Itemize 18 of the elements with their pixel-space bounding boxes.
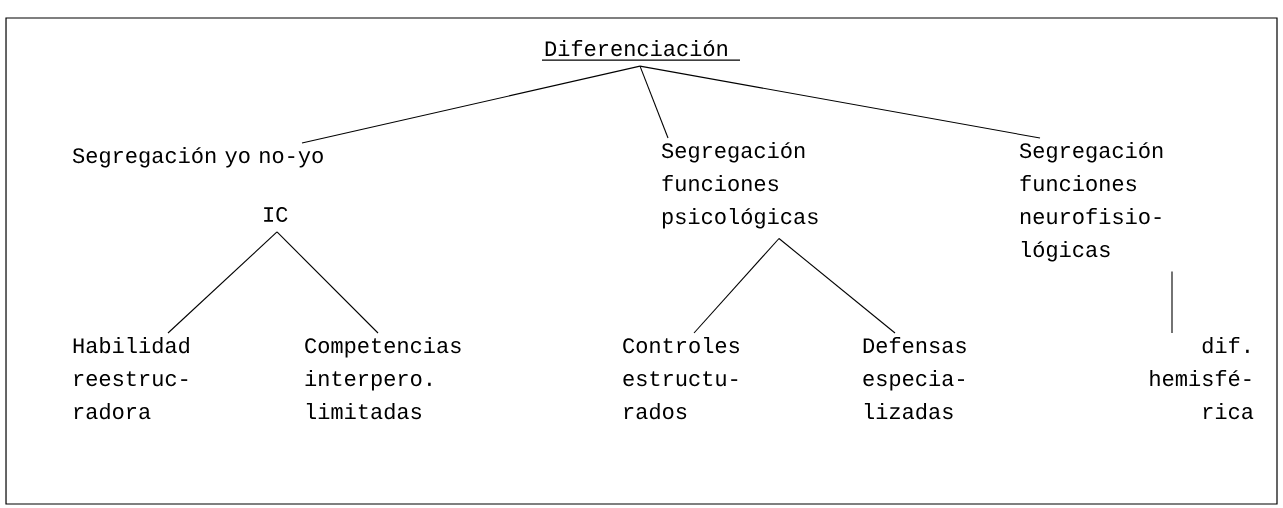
connector-line: [301, 65, 641, 144]
node-text: dif. hemisfé- rica: [1150, 337, 1254, 420]
connector-line: [693, 237, 780, 334]
connector-line: [639, 65, 669, 139]
node-text: Segregación yo no-yo: [72, 147, 323, 168]
connector-line: [778, 237, 896, 334]
connector-line: [276, 231, 379, 334]
node-text: Defensas especia- lizadas: [863, 337, 966, 420]
connector-line: [639, 65, 1041, 139]
connector-line: [167, 231, 278, 334]
node-text: IC: [264, 207, 288, 222]
node-text: Habilidad reestruc- radora: [73, 337, 189, 420]
node-text: Controles estructu- rados: [623, 337, 739, 420]
node-text: Segregación funciones neurofisio- lógicas: [1019, 142, 1163, 262]
heading-text: Diferenciación: [545, 40, 727, 57]
node-text: Segregación funciones psicológicas: [661, 142, 818, 229]
connector-line: [1171, 270, 1173, 334]
node-text: Competencias interpero. limitadas: [305, 337, 461, 420]
